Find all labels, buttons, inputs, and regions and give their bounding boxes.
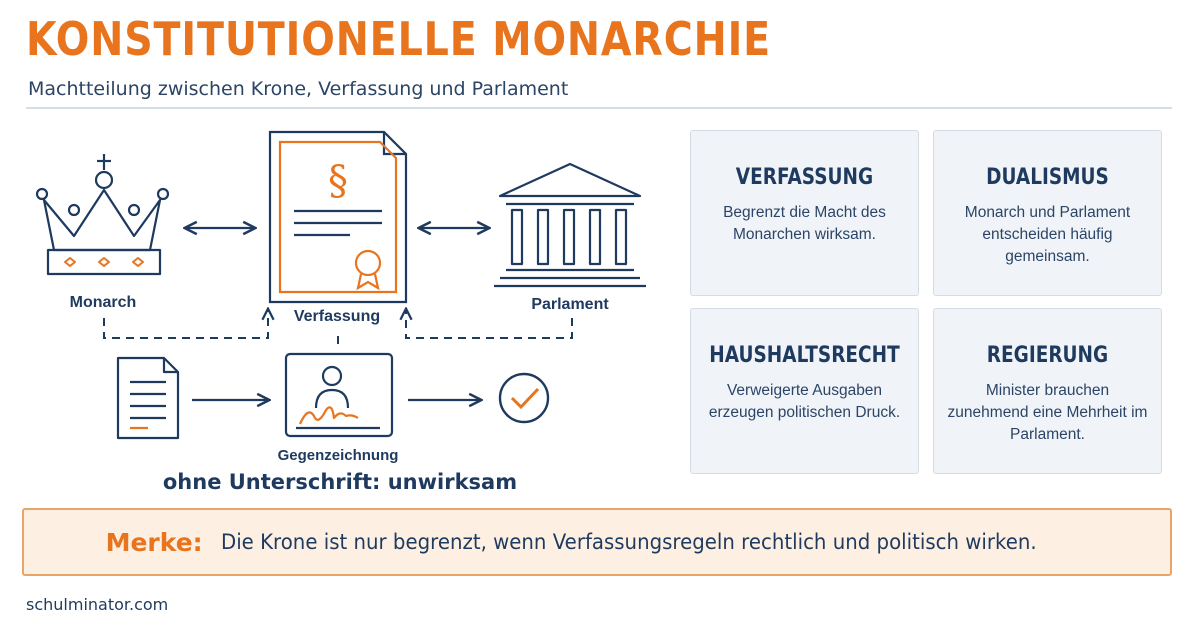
card-haushaltsrecht: HAUSHALTSRECHT Verweigerte Ausgaben erze… — [690, 308, 919, 474]
info-cards: VERFASSUNG Begrenzt die Macht des Monarc… — [690, 130, 1174, 488]
check-circle-icon — [498, 372, 550, 424]
page-subtitle: Machtteilung zwischen Krone, Verfassung … — [28, 78, 569, 100]
crown-icon — [35, 154, 170, 276]
verfassung-label: Verfassung — [293, 308, 381, 325]
card-title: DUALISMUS — [986, 165, 1109, 190]
diagram-graphics: § — [35, 130, 646, 440]
card-text: Minister brauchen zunehmend eine Mehrhei… — [947, 382, 1148, 443]
constitution-document-icon: § — [268, 130, 408, 304]
parlament-label: Parlament — [531, 296, 609, 313]
merke-label: Merke: — [105, 527, 203, 557]
card-title: VERFASSUNG — [735, 165, 874, 190]
footer-site: schulminator.com — [26, 595, 169, 614]
power-diagram: § — [0, 110, 680, 500]
paragraph-icon: § — [328, 158, 348, 204]
card-title: REGIERUNG — [986, 343, 1109, 368]
gegenzeichnung-label: Gegenzeichnung — [277, 447, 399, 464]
card-regierung: REGIERUNG Minister brauchen zunehmend ei… — [933, 308, 1162, 474]
dashed-connectors — [103, 310, 573, 346]
monarch-label: Monarch — [69, 294, 137, 311]
card-title: HAUSHALTSRECHT — [709, 343, 900, 368]
merke-box: Merke: Die Krone ist nur begrenzt, wenn … — [22, 508, 1172, 576]
merke-text: Die Krone ist nur begrenzt, wenn Verfass… — [220, 530, 1037, 554]
card-dualismus: DUALISMUS Monarch und Parlament entschei… — [933, 130, 1162, 296]
card-text: Verweigerte Ausgaben erzeugen politische… — [708, 382, 901, 421]
card-text: Begrenzt die Macht des Monarchen wirksam… — [723, 204, 886, 243]
card-text: Monarch und Parlament entscheiden häufig… — [964, 204, 1131, 265]
page-title: KONSTITUTIONELLE MONARCHIE — [26, 12, 772, 66]
parliament-building-icon — [494, 162, 646, 288]
document-icon — [116, 356, 180, 440]
header-divider — [26, 107, 1172, 109]
card-verfassung: VERFASSUNG Begrenzt die Macht des Monarc… — [690, 130, 919, 296]
signature-card-icon — [284, 352, 394, 438]
ohne-unterschrift-label: ohne Unterschrift: unwirksam — [162, 470, 518, 494]
